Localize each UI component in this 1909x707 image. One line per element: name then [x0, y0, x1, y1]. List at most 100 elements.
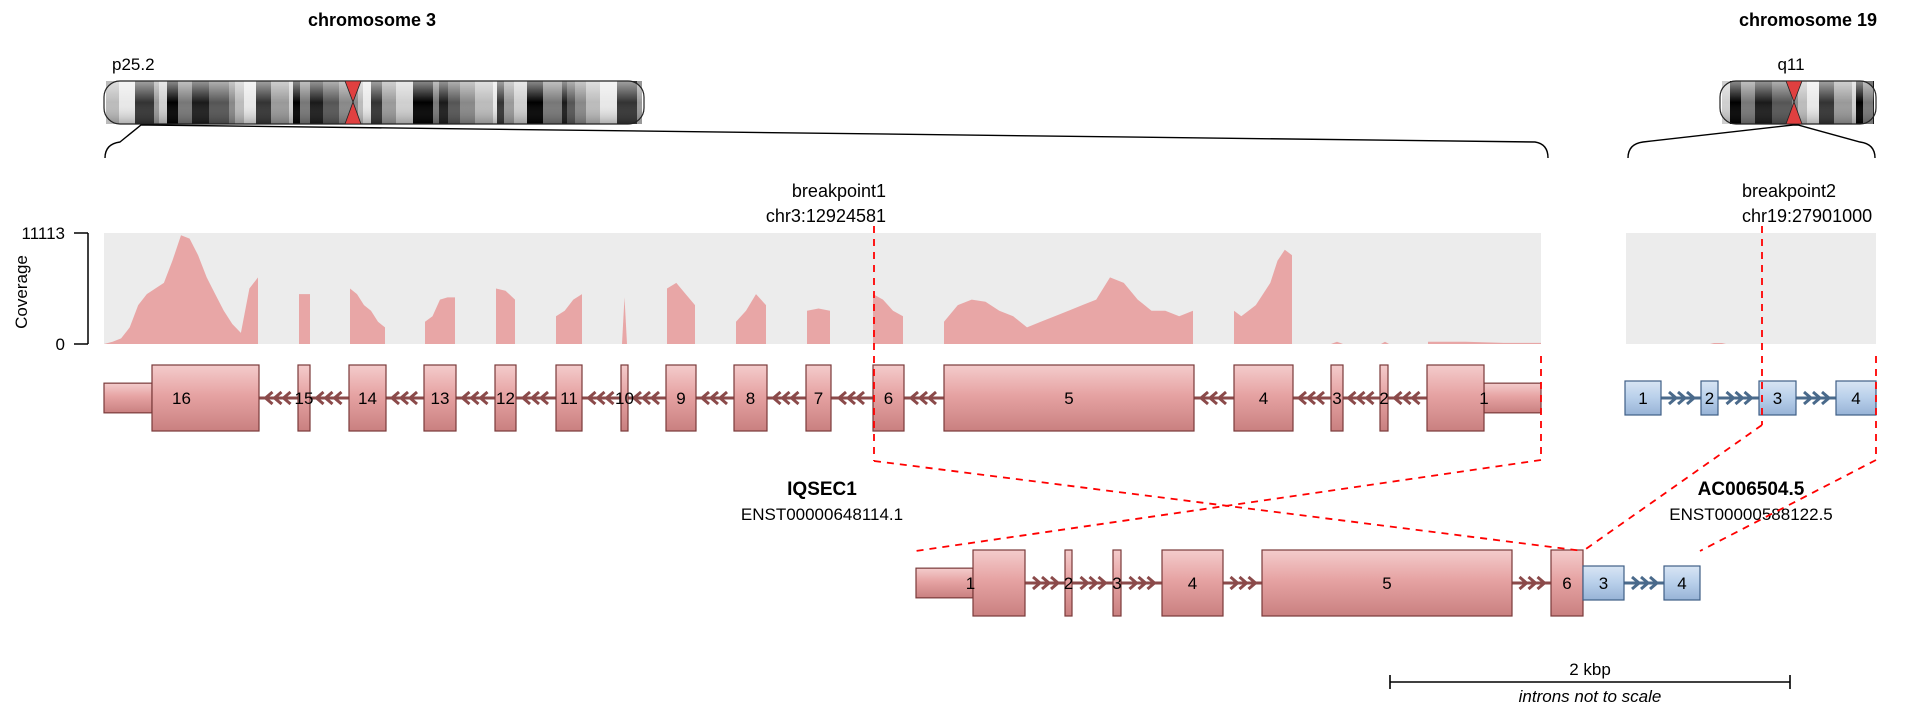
intron-arrow: [263, 390, 274, 406]
gene-left-name: IQSEC1: [787, 479, 857, 500]
utr-region: [103, 382, 153, 414]
intron-arrow: [1649, 575, 1660, 591]
intron-arrow: [1743, 390, 1754, 406]
intron-arrow: [1097, 575, 1108, 591]
intron-arrow: [926, 390, 937, 406]
intron-arrow: [1392, 390, 1403, 406]
coverage-area: [425, 297, 455, 344]
zoom-bracket-right: [1627, 124, 1876, 159]
fusion-exon-left-6-label: 6: [1562, 574, 1571, 593]
exon-left-12: [494, 364, 517, 432]
intron-arrow: [1305, 390, 1316, 406]
exon-left-6: [872, 364, 905, 432]
exon-left-15-label: 15: [295, 389, 314, 408]
intron-arrow: [1518, 575, 1529, 591]
fusion-exon-left-5-label: 5: [1382, 574, 1391, 593]
intron-arrow: [789, 390, 800, 406]
intron-arrow: [1229, 575, 1240, 591]
exon-left-5-label: 5: [1064, 389, 1073, 408]
centromere-right: [1785, 80, 1803, 125]
scale-bar-note: introns not to scale: [1519, 687, 1662, 706]
coverage-area: [496, 288, 515, 344]
exon-left-8-label: 8: [746, 389, 755, 408]
exon-right-4-label: 4: [1851, 389, 1860, 408]
intron-arrow: [699, 390, 710, 406]
intron-arrow: [1041, 575, 1052, 591]
exon-left-3: [1330, 364, 1344, 432]
centromere-left: [344, 80, 362, 125]
breakpoint-lines: [873, 226, 1877, 552]
intron-arrow: [1527, 575, 1538, 591]
fusion-exon-left-1-label: 1: [966, 574, 975, 593]
intron-arrow: [1734, 390, 1745, 406]
chromosome-right-band: q11: [1777, 55, 1804, 74]
intron-arrow: [323, 390, 334, 406]
intron-arrow: [1355, 390, 1366, 406]
exon-left-8: [733, 364, 768, 432]
intron-arrow: [520, 390, 531, 406]
fusion-exon-left-3-label: 3: [1112, 574, 1121, 593]
intron-arrow: [1364, 390, 1375, 406]
intron-arrow: [649, 390, 660, 406]
coverage-area: [807, 308, 830, 344]
intron-arrow: [1088, 575, 1099, 591]
exon-left-13-label: 13: [431, 389, 450, 408]
intron-arrow: [529, 390, 540, 406]
exon-right-2: [1700, 380, 1719, 416]
fusion-exon-right-3: [1582, 565, 1625, 601]
intron-arrow: [1247, 575, 1258, 591]
exon-right-4: [1835, 380, 1877, 416]
intron-arrow: [1198, 390, 1209, 406]
coverage-area: [1331, 341, 1343, 344]
fusion-exon-left-6: [1550, 549, 1584, 617]
fusion-exon-left-3: [1112, 549, 1122, 617]
exon-left-14-label: 14: [358, 389, 377, 408]
intron-arrow: [1536, 575, 1547, 591]
exon-right-3: [1758, 380, 1797, 416]
intron-arrow: [538, 390, 549, 406]
intron-arrow: [1314, 390, 1325, 406]
fusion-exon-right-4-label: 4: [1677, 574, 1686, 593]
gene-left-transcript: ENST00000648114.1: [741, 505, 903, 524]
intron-arrow: [845, 390, 856, 406]
coverage-area: [104, 235, 258, 344]
exon-left-12-label: 12: [496, 389, 515, 408]
intron-arrow: [1128, 575, 1139, 591]
intron-arrow: [1631, 575, 1642, 591]
fusion-exon-right-3-label: 3: [1599, 574, 1608, 593]
exon-left-5: [943, 364, 1195, 432]
exon-left-11: [555, 364, 583, 432]
exon-left-7: [805, 364, 832, 432]
intron-arrow: [1821, 390, 1832, 406]
exon-right-1: [1624, 380, 1662, 416]
exon-left-11-label: 11: [560, 389, 578, 408]
intron-arrow: [708, 390, 719, 406]
intron-arrow: [1677, 390, 1688, 406]
scale-bar: [1389, 675, 1791, 689]
intron-arrow: [389, 390, 400, 406]
fusion-exon-right-4: [1663, 565, 1701, 601]
coverage-area: [350, 288, 385, 344]
intron-arrow: [854, 390, 865, 406]
intron-arrow: [604, 390, 615, 406]
breakpoint2-label: breakpoint2: [1742, 181, 1836, 201]
intron-arrow: [1238, 575, 1249, 591]
exon-left-14: [348, 364, 387, 432]
intron-arrow: [1050, 575, 1061, 591]
intron-arrow: [1032, 575, 1043, 591]
exon-left-4: [1233, 364, 1294, 432]
intron-arrow: [1410, 390, 1421, 406]
intron-arrow: [407, 390, 418, 406]
intron-arrow: [1146, 575, 1157, 591]
exon-left-1-label: 1: [1479, 389, 1488, 408]
exon-right-1-label: 1: [1638, 389, 1647, 408]
coverage-area: [736, 294, 766, 344]
exon-left-1: [1426, 364, 1485, 432]
intron-arrow: [332, 390, 343, 406]
fusion-exon-left-4: [1161, 549, 1224, 617]
intron-arrow: [314, 390, 325, 406]
exon-left-7-label: 7: [814, 389, 823, 408]
intron-arrow: [595, 390, 606, 406]
coverage-area: [622, 297, 627, 344]
exon-left-9: [665, 364, 697, 432]
